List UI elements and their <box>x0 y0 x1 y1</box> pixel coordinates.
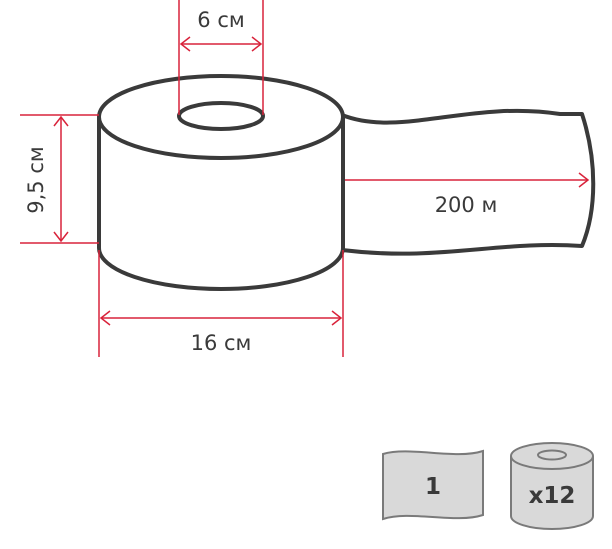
sheet-length-label: 200 м <box>435 193 498 217</box>
core-diameter-dimension <box>178 0 264 115</box>
paper-sheet-icon <box>382 449 484 521</box>
roll-height-dimension <box>20 114 99 244</box>
roll-core <box>177 101 265 131</box>
ply-count-label: 1 <box>425 474 441 500</box>
pack-count-label: x12 <box>529 483 576 509</box>
roll-diameter-dimension <box>98 250 344 357</box>
pack-count-badge: x12 <box>510 442 594 530</box>
roll-diameter-label: 16 см <box>191 331 252 355</box>
roll-height-label: 9,5 см <box>24 146 48 213</box>
sheet-length-dimension <box>345 172 590 188</box>
toilet-roll-icon <box>510 442 594 530</box>
ply-count-badge: 1 <box>382 449 484 521</box>
core-diameter-label: 6 см <box>197 8 244 32</box>
paper-strip <box>341 108 596 256</box>
roll-body <box>97 117 345 291</box>
